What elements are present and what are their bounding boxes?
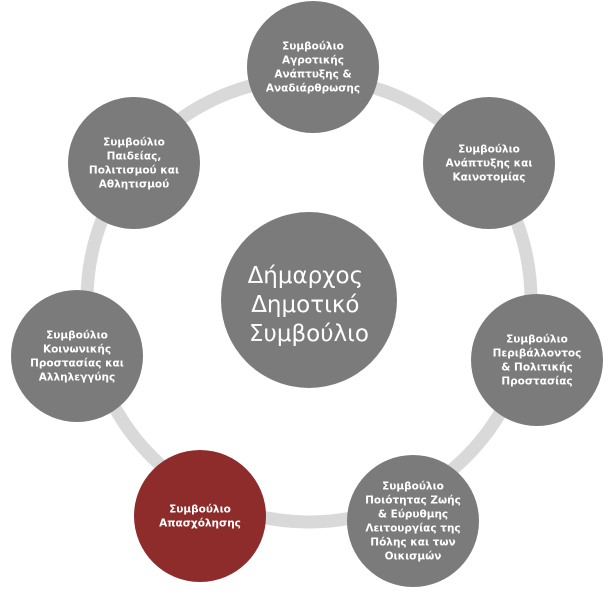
council-node-label-line: & Εύρυθμης: [378, 509, 448, 521]
council-node-label-line: Ανάπτυξης και: [446, 158, 533, 170]
center-label-line-1: Δήμαρχος: [248, 263, 364, 289]
council-node-label-line: Παιδείας,: [107, 151, 162, 163]
council-node-circle: [423, 97, 555, 229]
council-node-label-line: Οικισμών: [385, 551, 442, 563]
council-node-label-line: Συμβούλιο: [46, 330, 108, 342]
council-node-label-line: Λειτουργίας της: [365, 523, 460, 535]
council-node-circle: [347, 455, 479, 587]
council-node-circle: [471, 294, 603, 426]
council-node-circle: [247, 1, 379, 133]
council-node-label-line: Πολιτισμού και: [89, 165, 179, 177]
council-node-label-line: Αλληλεγγύης: [39, 372, 115, 384]
council-node-label-line: Συμβούλιο: [169, 504, 231, 516]
council-node-label-line: Συμβούλιο: [458, 144, 520, 156]
council-node-label-line: Αγροτικής: [282, 55, 344, 67]
council-node-label-line: Προστασίας και: [30, 358, 124, 370]
council-node-label-line: Πόλης και των: [370, 537, 455, 549]
council-node-label-line: Ανάπτυξης &: [274, 69, 351, 81]
council-node-label-line: Αθλητισμού: [99, 179, 169, 191]
council-node-label-line: Συμβούλιο: [382, 481, 444, 493]
center-node: Δήμαρχος Δημοτικό Συμβούλιο: [221, 212, 397, 388]
council-node-label-line: Αναδιάρθρωσης: [266, 83, 360, 95]
council-node-circle: [11, 290, 143, 422]
council-node-circle: [68, 97, 200, 229]
council-node-label-line: Συμβούλιο: [103, 137, 165, 149]
council-node-circle: [134, 450, 266, 582]
council-node-label-line: Προστασίας: [501, 376, 572, 388]
center-label-line-2: Δημοτικό: [251, 292, 359, 318]
council-node-label-line: Ποιότητας Ζωής: [365, 495, 461, 507]
council-node-label-line: Συμβούλιο: [506, 334, 568, 346]
council-node-label-line: & Πολιτικής: [501, 362, 573, 374]
center-circle: [221, 212, 397, 388]
council-node-label-line: Περιβάλλοντος: [493, 348, 582, 360]
council-node-label-line: Κοινωνικής: [43, 344, 111, 356]
council-node-label-line: Καινοτομίας: [453, 172, 526, 184]
council-node-label-line: Συμβούλιο: [282, 41, 344, 53]
council-node-label-line: Απασχόλησης: [159, 518, 241, 530]
center-label-line-3: Συμβούλιο: [249, 321, 369, 347]
center-label: Δήμαρχος Δημοτικό Συμβούλιο: [248, 263, 371, 347]
